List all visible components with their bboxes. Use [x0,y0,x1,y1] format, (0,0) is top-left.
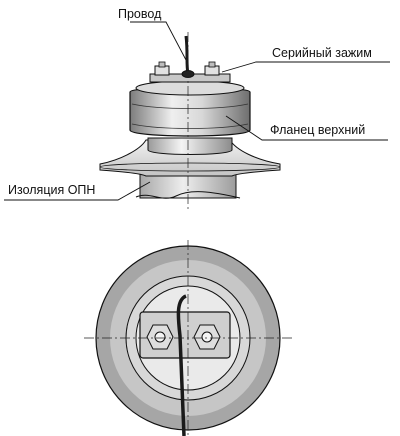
leader-wire [130,21,187,61]
leader-upper-flange [225,115,388,141]
flange-band [131,103,249,109]
nut-right [193,324,221,350]
leader-serial-clamp [221,61,390,73]
flange-band-lower [131,123,249,129]
leader-lines [4,21,390,201]
label-wire: Провод [118,7,162,21]
break-line [135,191,241,199]
label-upper-flange: Фланец верхний [270,123,365,137]
leader-insulation [4,181,151,201]
top-view [84,240,292,436]
shed-edge [99,162,281,172]
flange-top [135,80,245,96]
side-view [99,32,281,210]
label-insulation: Изоляция ОПН [8,183,95,197]
neck [147,137,233,155]
nut-left [146,324,174,350]
insulator-shed [99,139,281,177]
clamp-bolt-left [154,61,170,76]
label-serial-clamp: Серийный зажим [272,46,372,60]
wire-top [176,294,187,436]
clamp-bolt-right [204,61,220,76]
